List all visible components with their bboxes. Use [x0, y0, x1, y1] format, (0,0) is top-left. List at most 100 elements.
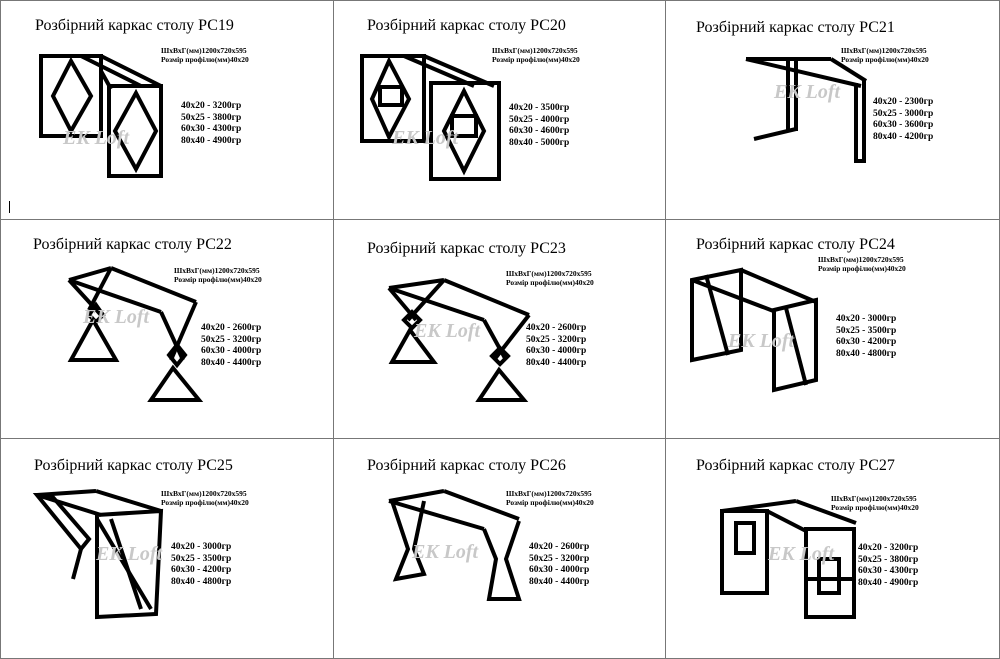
spec-block: ШхВхГ(мм)1200х720х595 Розмір профілю(мм)…: [831, 494, 919, 512]
price-item: 80х40 - 4400гр: [201, 357, 262, 368]
spec-profile: Розмір профілю(мм)40х20: [174, 275, 262, 284]
price-item: 80х40 - 4200гр: [873, 131, 934, 142]
price-list: 40х20 - 2600гр 50х25 - 3200гр 60х30 - 40…: [201, 323, 261, 369]
spec-dimensions: ШхВхГ(мм)1200х720х595: [492, 46, 578, 55]
watermark: EK Loft: [774, 81, 841, 103]
table-frame-drawing-pc24: [690, 267, 818, 393]
watermark: EK Loft: [83, 306, 150, 328]
price-item: 50х25 - 3200гр: [201, 334, 262, 345]
spec-block: ШхВхГ(мм)1200х720х595 Розмір профілю(мм)…: [506, 489, 594, 507]
price-item: 80х40 - 4800гр: [171, 576, 232, 587]
price-item: 50х25 - 3500гр: [171, 553, 232, 564]
watermark: EK Loft: [728, 330, 795, 352]
product-cell-pc24: Розбірний каркас столу РС24 EK Loft ШхВх…: [666, 220, 999, 439]
product-title: Розбірний каркас столу РС26: [367, 457, 566, 474]
price-item: 60х30 - 4000гр: [526, 346, 587, 356]
price-item: 80х40 - 5000гр: [509, 137, 570, 148]
product-title: Розбірний каркас столу РС20: [367, 17, 566, 34]
watermark: EK Loft: [63, 127, 130, 149]
product-title: Розбірний каркас столу РС24: [696, 236, 895, 253]
spec-dimensions: ШхВхГ(мм)1200х720х595: [161, 489, 247, 498]
product-title: Розбірний каркас столу РС23: [367, 240, 566, 257]
product-title: Розбірний каркас столу РС21: [696, 19, 895, 36]
price-item: 50х25 - 3800гр: [181, 112, 242, 123]
watermark: EK Loft: [412, 541, 479, 563]
price-item: 50х25 - 3500гр: [836, 325, 897, 336]
price-item: 60х30 - 4200гр: [171, 565, 232, 575]
product-cell-pc26: Розбірний каркас столу РС26 EK Loft ШхВх…: [334, 439, 666, 658]
product-cell-pc21: Розбірний каркас столу РС21 EK Loft ШхВх…: [666, 1, 999, 220]
spec-block: ШхВхГ(мм)1200х720х595 Розмір профілю(мм)…: [174, 266, 262, 284]
table-frame-drawing-pc23: [387, 278, 531, 402]
price-item: 60х30 - 4300гр: [858, 566, 919, 576]
product-title: Розбірний каркас столу РС19: [35, 17, 234, 34]
table-frame-drawing-pc22: [67, 266, 204, 402]
spec-block: ШхВхГ(мм)1200х720х595 Розмір профілю(мм)…: [506, 269, 594, 287]
product-cell-pc23: Розбірний каркас столу РС23 EK Loft ШхВх…: [334, 220, 666, 439]
price-list: 40х20 - 3200гр 50х25 - 3800гр 60х30 - 43…: [858, 543, 918, 589]
price-item: 50х25 - 3200гр: [526, 334, 587, 345]
table-frame-drawing-pc25: [32, 489, 164, 620]
product-cell-pc22: Розбірний каркас столу РС22 EK Loft ШхВх…: [1, 220, 334, 439]
table-frame-drawing-pc21: [745, 57, 868, 163]
price-item: 60х30 - 4200гр: [836, 337, 897, 347]
spec-dimensions: ШхВхГ(мм)1200х720х595: [506, 269, 592, 278]
spec-dimensions: ШхВхГ(мм)1200х720х595: [818, 255, 904, 264]
spec-profile: Розмір профілю(мм)40х20: [831, 503, 919, 512]
spec-block: ШхВхГ(мм)1200х720х595 Розмір профілю(мм)…: [492, 46, 580, 64]
spec-dimensions: ШхВхГ(мм)1200х720х595: [174, 266, 260, 275]
price-item: 50х25 - 3000гр: [873, 108, 934, 119]
price-item: 80х40 - 4900гр: [181, 135, 242, 146]
table-frame-drawing-pc27: [720, 499, 857, 619]
price-item: 40х20 - 3500гр: [509, 103, 570, 113]
product-cell-pc27: Розбірний каркас столу РС27 EK Loft ШхВх…: [666, 439, 999, 658]
price-item: 40х20 - 2600гр: [201, 323, 262, 333]
spec-dimensions: ШхВхГ(мм)1200х720х595: [161, 46, 247, 55]
price-item: 50х25 - 3800гр: [858, 554, 919, 565]
product-title: Розбірний каркас столу РС25: [34, 457, 233, 474]
price-item: 40х20 - 3200гр: [181, 101, 242, 111]
price-item: 60х30 - 4000гр: [529, 565, 590, 575]
price-item: 40х20 - 2600гр: [529, 542, 590, 552]
price-item: 50х25 - 3200гр: [529, 553, 590, 564]
price-item: 80х40 - 4800гр: [836, 348, 897, 359]
price-item: 80х40 - 4400гр: [526, 357, 587, 368]
spec-dimensions: ШхВхГ(мм)1200х720х595: [831, 494, 917, 503]
price-list: 40х20 - 3000гр 50х25 - 3500гр 60х30 - 42…: [836, 314, 896, 360]
price-item: 40х20 - 2300гр: [873, 97, 934, 107]
price-list: 40х20 - 2300гр 50х25 - 3000гр 60х30 - 36…: [873, 97, 933, 143]
spec-profile: Розмір профілю(мм)40х20: [818, 264, 906, 273]
product-title: Розбірний каркас столу РС27: [696, 457, 895, 474]
spec-block: ШхВхГ(мм)1200х720х595 Розмір профілю(мм)…: [841, 46, 929, 64]
price-item: 40х20 - 3200гр: [858, 543, 919, 553]
price-list: 40х20 - 3000гр 50х25 - 3500гр 60х30 - 42…: [171, 542, 231, 588]
watermark: EK Loft: [392, 127, 459, 149]
spec-profile: Розмір профілю(мм)40х20: [506, 498, 594, 507]
spec-profile: Розмір профілю(мм)40х20: [841, 55, 929, 64]
watermark: EK Loft: [96, 543, 163, 565]
spec-dimensions: ШхВхГ(мм)1200х720х595: [506, 489, 592, 498]
product-cell-pc19: Розбірний каркас столу РС19 EK Loft ШхВх…: [1, 1, 334, 220]
price-list: 40х20 - 3500гр 50х25 - 4000гр 60х30 - 46…: [509, 103, 569, 149]
spec-profile: Розмір профілю(мм)40х20: [492, 55, 580, 64]
price-item: 40х20 - 3000гр: [836, 314, 897, 324]
table-frame-drawing-pc26: [388, 489, 522, 601]
spec-block: ШхВхГ(мм)1200х720х595 Розмір профілю(мм)…: [818, 255, 906, 273]
spec-block: ШхВхГ(мм)1200х720х595 Розмір профілю(мм)…: [161, 489, 249, 507]
price-list: 40х20 - 2600гр 50х25 - 3200гр 60х30 - 40…: [526, 323, 586, 369]
product-cell-pc25: Розбірний каркас столу РС25 EK Loft ШхВх…: [1, 439, 334, 658]
table-frame-drawing-pc20: [360, 54, 501, 181]
price-item: 60х30 - 3600гр: [873, 120, 934, 130]
price-item: 60х30 - 4600гр: [509, 126, 570, 136]
price-item: 50х25 - 4000гр: [509, 114, 570, 125]
spec-profile: Розмір профілю(мм)40х20: [161, 498, 249, 507]
table-frame-drawing-pc19: [39, 54, 163, 178]
price-item: 80х40 - 4900гр: [858, 577, 919, 588]
price-item: 40х20 - 2600гр: [526, 323, 587, 333]
spec-block: ШхВхГ(мм)1200х720х595 Розмір профілю(мм)…: [161, 46, 249, 64]
spec-profile: Розмір профілю(мм)40х20: [506, 278, 594, 287]
price-list: 40х20 - 2600гр 50х25 - 3200гр 60х30 - 40…: [529, 542, 589, 588]
price-item: 60х30 - 4300гр: [181, 124, 242, 134]
spec-profile: Розмір профілю(мм)40х20: [161, 55, 249, 64]
